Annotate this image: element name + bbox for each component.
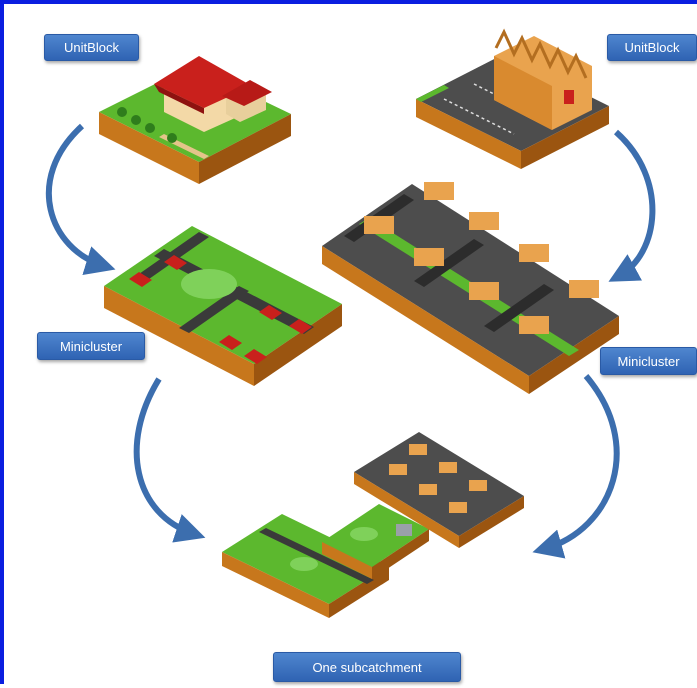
diagram-artwork (45, 28, 656, 618)
unitblock-label-right: UnitBlock (607, 34, 697, 61)
curved-arrow-icon (45, 123, 116, 275)
tree-icon (117, 107, 177, 143)
curved-arrow-icon (608, 129, 656, 282)
warehouse-icon (494, 28, 592, 130)
minicluster-label-right: Minicluster (600, 347, 697, 375)
unitblock-house (99, 56, 291, 184)
minicluster-label-left: Minicluster (37, 332, 145, 360)
unitblock-warehouse (416, 28, 609, 169)
minicluster-industrial (322, 182, 619, 394)
house-icon (154, 56, 272, 132)
subcatchment-label: One subcatchment (273, 652, 461, 682)
curved-arrow-icon (133, 377, 206, 543)
curved-arrow-icon (532, 374, 620, 559)
minicluster-residential (104, 226, 342, 386)
subcatchment-assembly (222, 432, 524, 618)
flow-arrows (45, 123, 656, 559)
unitblock-label-left: UnitBlock (44, 34, 139, 61)
